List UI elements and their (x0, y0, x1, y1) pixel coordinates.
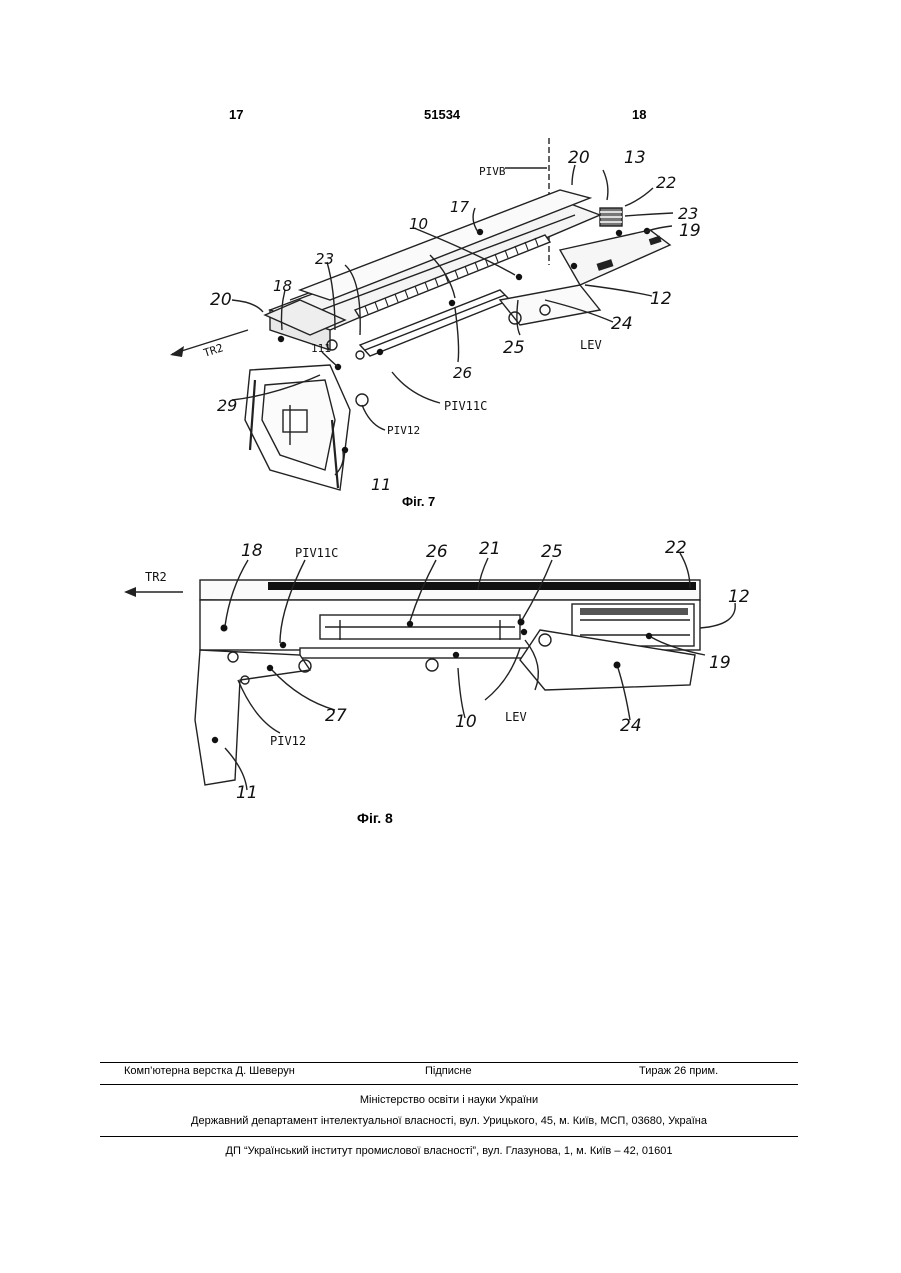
fig8-label-21: 21 (479, 539, 501, 559)
fig7-label-22: 22 (656, 173, 676, 192)
fig7-label-piv11c: PIV11C (444, 399, 487, 413)
fig8-label-25: 25 (541, 542, 563, 562)
figure-8-caption: Фіг. 8 (357, 810, 393, 826)
fig8-label-piv11c: PIV11C (295, 546, 338, 560)
fig8-label-lev: LEV (505, 710, 527, 724)
fig7-label-29: 29 (217, 396, 237, 415)
fig8-label-22: 22 (665, 538, 687, 558)
footer-rule-middle (100, 1084, 798, 1085)
fig8-label-24: 24 (620, 716, 642, 736)
fig8-label-27: 27 (325, 706, 347, 726)
figure-7-caption: Фіг. 7 (402, 494, 435, 509)
figure-7-drawing: PIVB 20 13 22 23 19 17 10 23 18 20 12 24… (150, 135, 710, 500)
right-page-number: 18 (632, 107, 646, 122)
fig7-label-11: 11 (371, 475, 391, 494)
institute-line: ДП “Український інститут промислової вла… (100, 1145, 798, 1157)
fig8-label-piv12: PIV12 (270, 734, 306, 748)
fig7-label-19: 19 (679, 221, 701, 241)
fig7-label-18: 18 (273, 277, 292, 295)
swing-arm-11 (195, 650, 310, 785)
fig8-label-12: 12 (728, 587, 750, 607)
fig7-label-23-left: 23 (315, 250, 334, 268)
circulation-note: Тираж 26 прим. (639, 1065, 718, 1077)
left-page-number: 17 (229, 107, 243, 122)
fig7-label-111: 111 (311, 342, 331, 355)
document-number: 51534 (424, 107, 460, 122)
fig7-label-pivb: PIVB (479, 165, 506, 178)
fig7-label-12: 12 (650, 289, 672, 309)
fig7-label-25: 25 (503, 338, 525, 358)
fig7-label-26: 26 (453, 364, 472, 382)
fig7-label-20: 20 (568, 148, 590, 168)
figure-8-drawing: 18 PIV11C 26 21 25 22 TR2 12 19 27 10 LE… (120, 535, 760, 800)
fig7-label-piv12: PIV12 (387, 424, 420, 437)
fig8-label-19: 19 (709, 653, 731, 673)
fig8-label-tr2: TR2 (145, 570, 167, 584)
fig8-label-18: 18 (241, 541, 263, 561)
fig7-label-10: 10 (409, 215, 428, 233)
lever-bracket (500, 285, 600, 325)
fig7-label-17: 17 (450, 198, 470, 216)
fig7-label-20-left: 20 (210, 290, 232, 310)
footer-rule-top (100, 1062, 798, 1063)
ministry-line: Міністерство освіти і науки України (100, 1094, 798, 1106)
signed-note: Підписне (425, 1065, 472, 1077)
fig8-label-10: 10 (455, 712, 477, 732)
fig7-label-24: 24 (611, 314, 633, 334)
fig7-label-lev: LEV (580, 338, 602, 352)
fig8-label-26: 26 (426, 542, 448, 562)
fig7-label-13: 13 (624, 148, 646, 168)
department-line: Державний департамент інтелектуальної вл… (100, 1115, 798, 1127)
layout-credit: Комп’ютерна верстка Д. Шеверун (124, 1065, 295, 1077)
footer-rule-bottom (100, 1136, 798, 1137)
fig8-label-11: 11 (236, 783, 258, 800)
